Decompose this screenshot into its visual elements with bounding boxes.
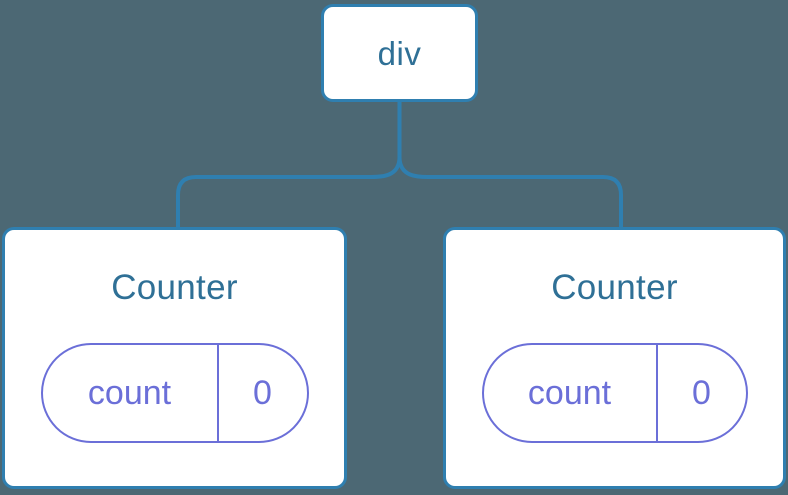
node-counter-1[interactable]: Counter count 0 (443, 227, 786, 489)
state-pill-1[interactable]: count 0 (481, 343, 748, 443)
connector-to-child-1 (397, 155, 623, 230)
connector-to-child-0 (176, 155, 402, 230)
state-key-0: count (87, 373, 172, 412)
state-key-1: count (527, 373, 612, 412)
node-counter-0[interactable]: Counter count 0 (2, 227, 347, 489)
state-divider-0 (216, 345, 219, 441)
state-value-0: 0 (253, 373, 272, 412)
state-divider-1 (655, 345, 658, 441)
state-value-1: 0 (692, 373, 711, 412)
node-div[interactable]: div (321, 4, 478, 102)
node-counter-0-title: Counter (111, 268, 238, 307)
node-counter-1-title: Counter (551, 268, 678, 307)
node-div-label: div (377, 34, 422, 72)
state-pill-0[interactable]: count 0 (40, 343, 309, 443)
